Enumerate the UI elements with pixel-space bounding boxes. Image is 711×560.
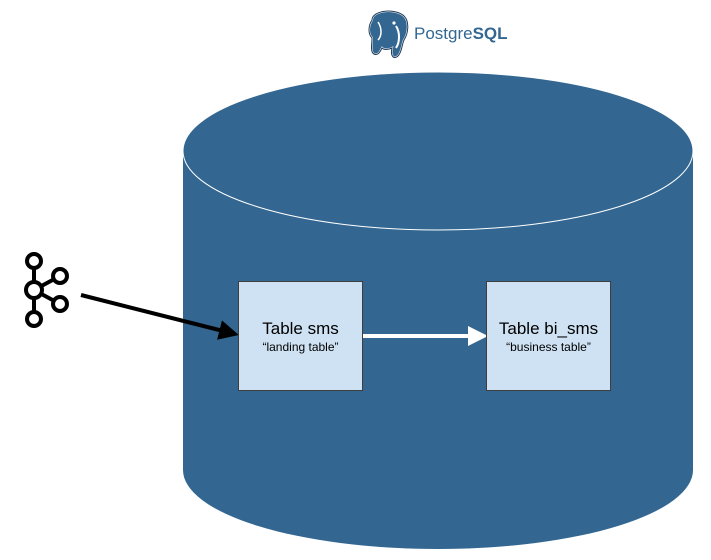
postgresql-logo: PostgreSQL — [368, 10, 508, 59]
table-sms-subtitle: “landing table” — [262, 340, 339, 354]
table-bi-sms-box[interactable]: Table bi_sms “business table” — [486, 281, 611, 391]
table-sms-title: Table sms — [262, 319, 339, 338]
table-bi-sms-title: Table bi_sms — [498, 319, 599, 338]
kafka-icon — [24, 252, 69, 328]
table-bi-sms-subtitle: “business table” — [506, 340, 591, 354]
postgresql-elephant-icon — [368, 10, 409, 59]
table-sms-box[interactable]: Table sms “landing table” — [238, 281, 363, 391]
ingest-arrow — [80, 293, 239, 340]
postgresql-wordmark: PostgreSQL — [414, 24, 508, 43]
database-cylinder — [182, 71, 694, 549]
